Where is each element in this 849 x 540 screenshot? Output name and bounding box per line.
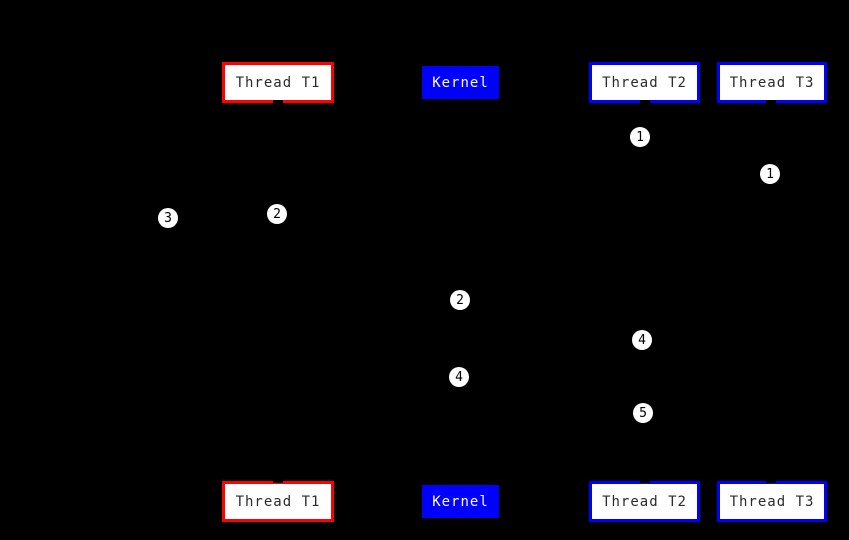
lifeline-stub-thread-t1-top (273, 100, 283, 107)
sequence-number-marker: 1 (630, 127, 650, 147)
lifeline-stub-thread-t1-bottom (273, 476, 283, 483)
lifeline-stub-thread-t3-top (766, 100, 776, 107)
participant-box-kernel-bottom: Kernel (422, 485, 499, 518)
sequence-number-marker: 3 (158, 208, 178, 228)
sequence-number-marker: 2 (450, 290, 470, 310)
participant-box-thread-t3-bottom: Thread T3 (717, 481, 827, 522)
sequence-number-marker: 4 (449, 367, 469, 387)
lifeline-stub-thread-t2-top (640, 100, 650, 107)
participant-box-thread-t1-top: Thread T1 (222, 62, 334, 103)
sequence-number-marker: 2 (267, 204, 287, 224)
sequence-number-marker: 4 (632, 330, 652, 350)
sequence-number-marker: 1 (760, 164, 780, 184)
participant-box-thread-t2-bottom: Thread T2 (589, 481, 700, 522)
participant-box-thread-t3-top: Thread T3 (717, 62, 827, 103)
participant-box-thread-t1-bottom: Thread T1 (222, 481, 334, 522)
participant-box-kernel-top: Kernel (422, 66, 499, 99)
lifeline-stub-thread-t2-bottom (640, 476, 650, 483)
participant-box-thread-t2-top: Thread T2 (589, 62, 700, 103)
lifeline-stub-thread-t3-bottom (766, 476, 776, 483)
sequence-number-marker: 5 (633, 403, 653, 423)
